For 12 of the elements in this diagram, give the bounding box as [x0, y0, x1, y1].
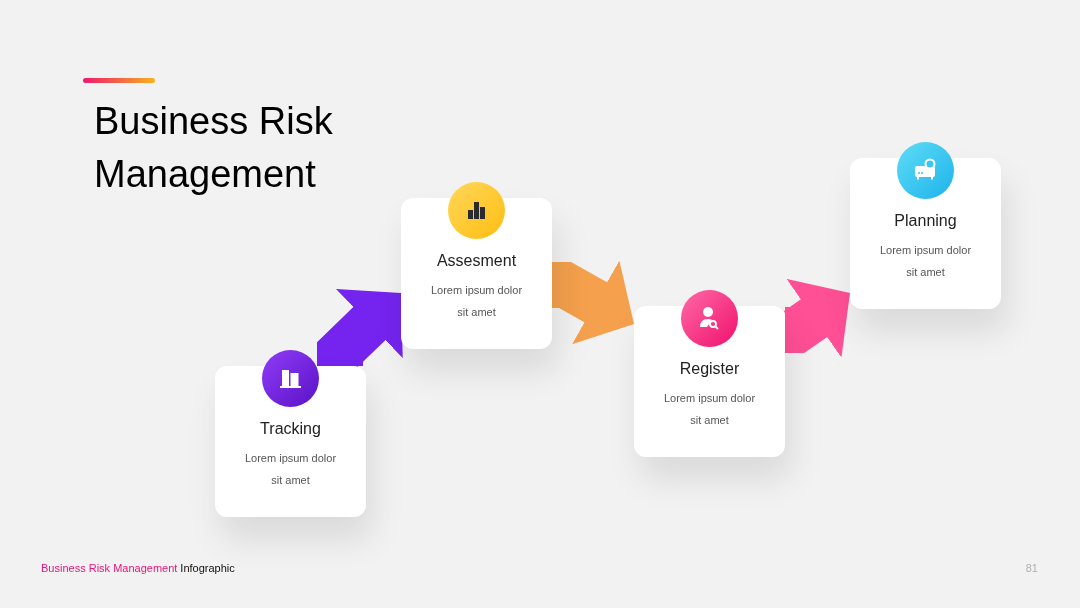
footer-text: Infographic	[180, 562, 235, 575]
card-description: Lorem ipsum dolor sit amet	[429, 283, 524, 320]
title: Business Risk Management	[94, 99, 334, 197]
card-description: Lorem ipsum dolor sit amet	[878, 243, 973, 280]
footer-text: Business Risk Management	[41, 562, 178, 575]
page-number: 81	[1025, 562, 1038, 575]
card-heading: Register	[679, 359, 740, 378]
card-description: Lorem ipsum dolor sit amet	[662, 391, 757, 428]
card-heading: Assesment	[436, 251, 517, 270]
card-heading: Planning	[894, 211, 957, 230]
card-description: Lorem ipsum dolor sit amet	[243, 451, 338, 488]
card-heading: Tracking	[260, 419, 321, 438]
